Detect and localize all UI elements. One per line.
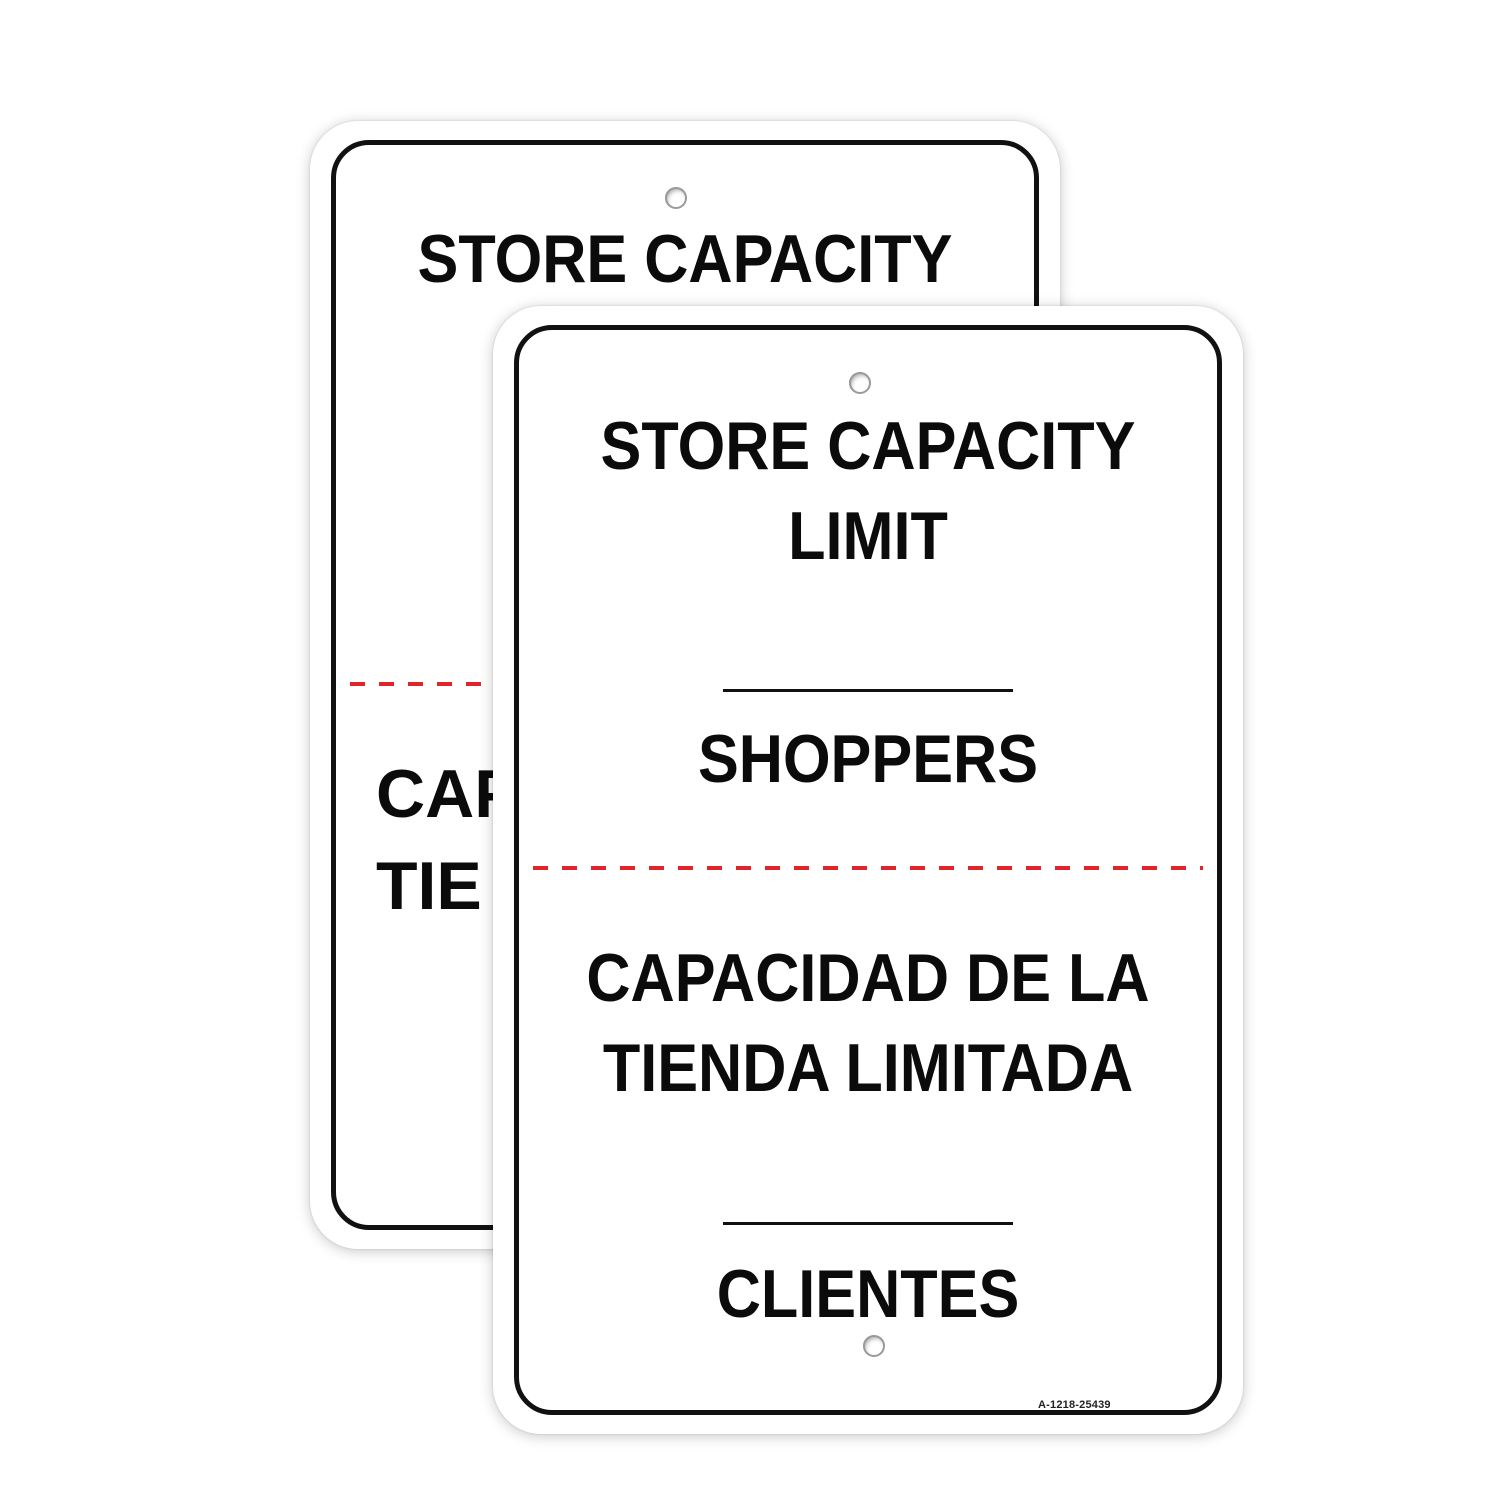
back-sign-spanish-line2: TIE	[376, 848, 482, 924]
front-sign-spanish-heading-line2: TIENDA LIMITADA	[602, 1030, 1134, 1106]
front-sign-product-code: A-1218-25439	[1038, 1399, 1111, 1411]
front-sign-border	[514, 325, 1222, 1415]
front-sign-blank-line-spanish	[723, 1222, 1013, 1225]
front-sign-spanish-unit: CLIENTES	[716, 1256, 1020, 1332]
front-sign-mount-hole-bottom	[863, 1335, 885, 1357]
front-sign-blank-line-english	[723, 689, 1013, 692]
front-sign-spanish-heading-line1: CAPACIDAD DE LA	[586, 940, 1150, 1016]
back-sign-dashed-divider	[350, 682, 530, 686]
front-sign-dashed-divider	[533, 866, 1203, 870]
front-sign-mount-hole-top	[849, 372, 871, 394]
front-sign-heading-line2: LIMIT	[788, 498, 948, 574]
front-sign-english-unit: SHOPPERS	[697, 721, 1039, 797]
front-sign: STORE CAPACITY LIMIT SHOPPERS CAPACIDAD …	[493, 306, 1243, 1434]
back-sign-heading: STORE CAPACITY	[417, 221, 953, 297]
front-sign-heading-line1: STORE CAPACITY	[600, 408, 1136, 484]
back-sign-mount-hole-top	[665, 187, 687, 209]
